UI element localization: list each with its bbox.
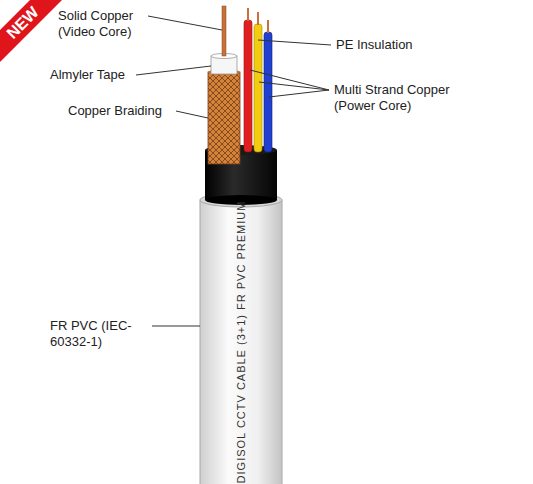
- part-label: Copper Braiding: [68, 103, 162, 119]
- leader-line: [259, 82, 329, 90]
- part-label: Solid Copper (Video Core): [58, 8, 153, 40]
- copper-braid: [208, 72, 240, 164]
- blue-power-core: [264, 32, 272, 152]
- part-label: Almyler Tape: [50, 67, 125, 83]
- outer-jacket: [200, 200, 282, 484]
- leader-line: [250, 70, 329, 90]
- yellow-core-tip: [257, 12, 259, 25]
- part-label: FR PVC (IEC-60332-1): [50, 318, 145, 350]
- leader-line: [148, 16, 222, 30]
- leader-line: [136, 66, 211, 75]
- part-label: PE Insulation: [336, 37, 413, 53]
- leader-line: [269, 90, 329, 97]
- red-power-core: [244, 20, 252, 152]
- blue-core-tip: [267, 20, 269, 33]
- leader-line: [258, 40, 331, 45]
- new-ribbon: [0, 0, 62, 62]
- cable-print: DIGISOL CCTV CABLE (3+1) FR PVC PREMIUM: [235, 201, 248, 484]
- leader-line: [152, 326, 200, 327]
- yellow-power-core: [254, 24, 262, 152]
- part-label: Multi Strand Copper (Power Core): [334, 82, 474, 114]
- leader-line: [176, 111, 208, 118]
- red-core-tip: [247, 8, 249, 21]
- solid-copper-core: [222, 6, 226, 56]
